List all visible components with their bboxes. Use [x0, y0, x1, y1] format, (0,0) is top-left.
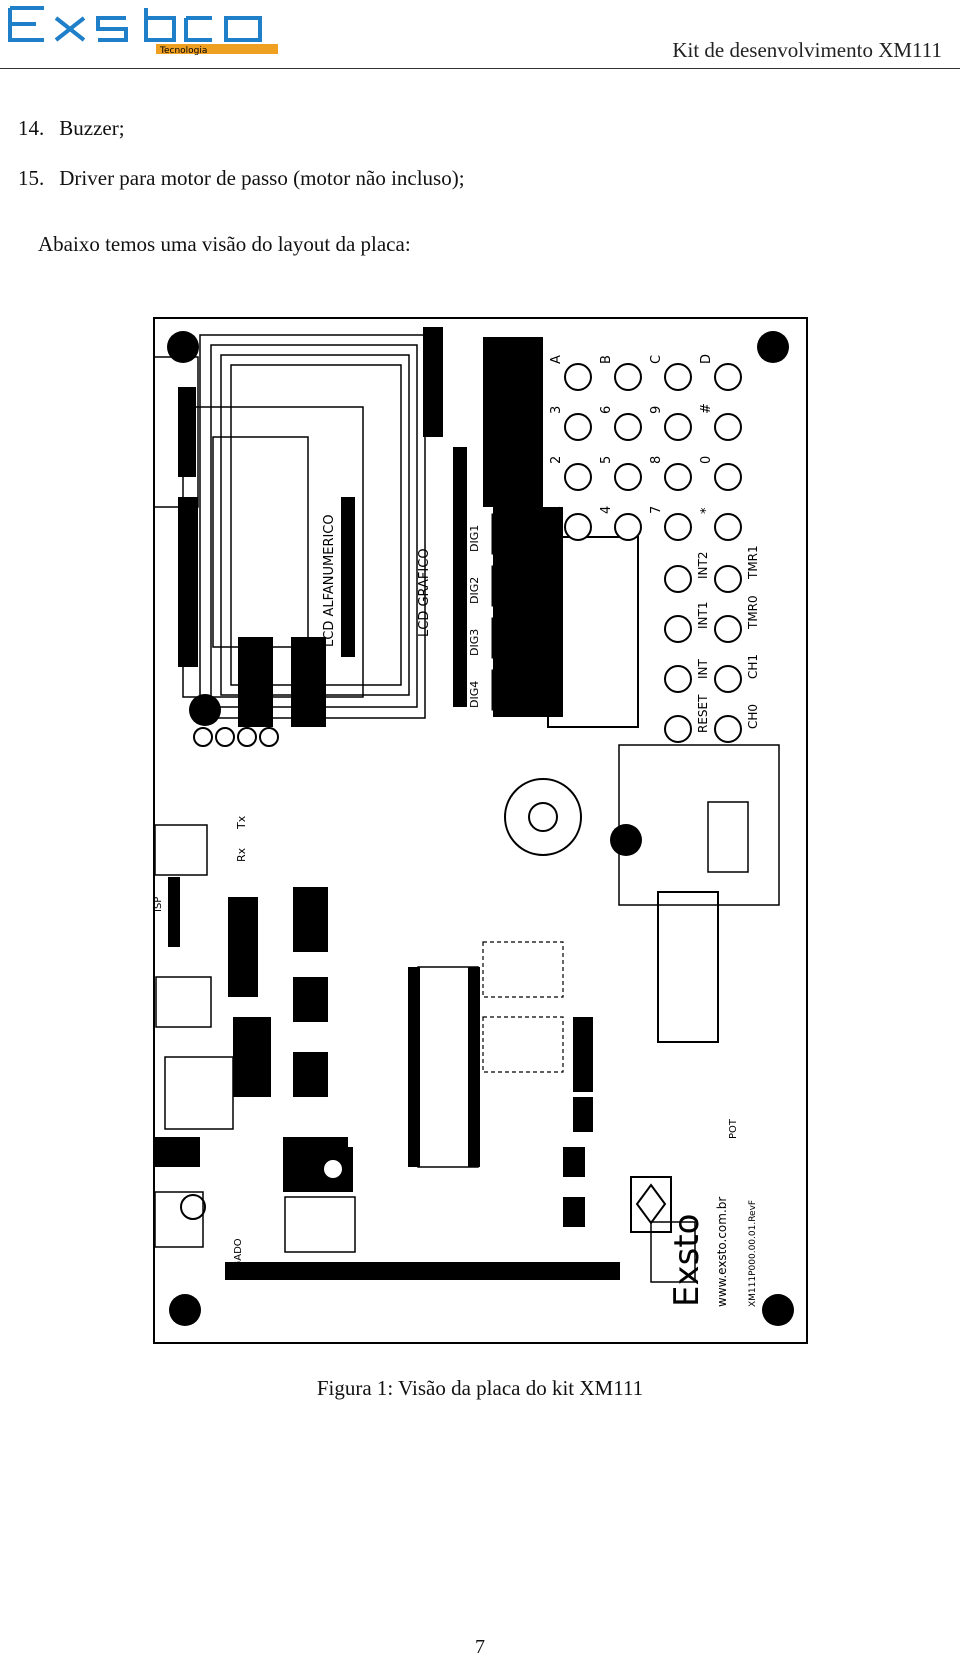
key-label: C [649, 355, 664, 364]
mounting-hole [757, 331, 789, 363]
board-logo-icon [630, 1176, 672, 1233]
key-label: A [549, 355, 564, 364]
key-label: 8 [649, 456, 664, 464]
key-label: 0 [699, 456, 714, 464]
label-board-rev: XM111P000.00.01.RevF [748, 1200, 758, 1307]
label-dig1: DIG1 [468, 525, 481, 552]
label-ch1: CH1 [746, 654, 760, 679]
key-label: 6 [599, 406, 614, 414]
mounting-hole [610, 824, 642, 856]
key-label: * [699, 507, 714, 514]
key-label: B [599, 355, 614, 364]
label-ch0: CH0 [746, 704, 760, 729]
key-label: 1 [549, 506, 564, 514]
label-website: www.exsto.com.br [715, 1197, 729, 1307]
logo-subtext: Tecnologia [159, 46, 207, 56]
key-label: 3 [549, 406, 564, 414]
key-label: 4 [599, 506, 614, 514]
buzzer [504, 778, 582, 856]
key-label: 7 [649, 506, 664, 514]
mounting-hole [189, 694, 221, 726]
key-label: 2 [549, 456, 564, 464]
key-label: D [699, 354, 714, 364]
header-divider [0, 68, 960, 69]
page-header: Tecnologia Kit de desenvolvimento XM111 [0, 0, 960, 70]
label-int: INT [696, 658, 710, 679]
page-number: 7 [475, 1636, 485, 1658]
key-label: # [699, 403, 714, 414]
label-tmr0: TMR0 [746, 595, 760, 630]
label-lcd-alfanumerico: LCD ALFANUMERICO [322, 514, 337, 647]
mounting-hole [762, 1294, 794, 1326]
mounting-hole [167, 331, 199, 363]
key-label: 9 [649, 406, 664, 414]
key-label: 5 [599, 456, 614, 464]
intro-text: Abaixo temos uma visão do layout da plac… [38, 232, 411, 256]
label-pot: POT [728, 1118, 739, 1139]
board-logo-text: Exsto [667, 1214, 707, 1307]
label-dig2: DIG2 [468, 577, 481, 604]
list-item: 14. Buzzer; [18, 116, 125, 140]
label-reset: RESET [696, 694, 710, 733]
list-item: 15. Driver para motor de passo (motor nã… [18, 166, 465, 190]
label-lcd-grafico: LCD GRAFICO [417, 548, 432, 637]
label-dig4: DIG4 [468, 681, 481, 708]
label-rx: Rx [235, 847, 248, 862]
label-dig3: DIG3 [468, 629, 481, 656]
mounting-hole [169, 1294, 201, 1326]
header-title: Kit de desenvolvimento XM111 [672, 38, 942, 62]
label-ligado: LIGADO [233, 1238, 244, 1277]
label-tx: Tx [235, 815, 248, 830]
label-isp: ISP [153, 897, 164, 912]
figure-caption: Figura 1: Visão da placa do kit XM111 [316, 1376, 644, 1400]
exsto-logo: Tecnologia [8, 6, 278, 56]
label-int1: INT1 [696, 602, 710, 629]
label-tmr1: TMR1 [746, 545, 760, 580]
label-int2: INT2 [696, 552, 710, 579]
board-layout-figure: LCD GRAFICO LCD ALFANUMERICO DIG1 DIG2 D… [153, 317, 808, 1344]
